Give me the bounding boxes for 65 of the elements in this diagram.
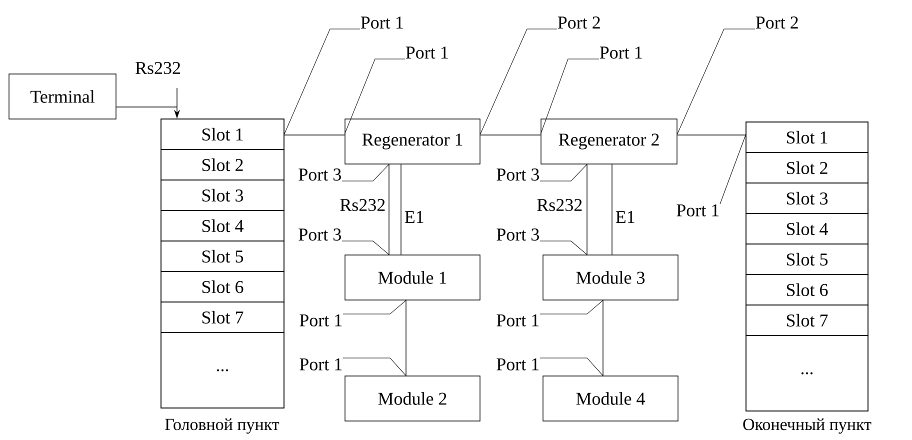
- slot-cell: Slot 1: [746, 122, 868, 153]
- leader-line: [344, 58, 406, 134]
- slot-cell: Slot 7: [746, 304, 868, 336]
- port-label: Port 2: [756, 16, 798, 29]
- leader-line: [677, 28, 756, 134]
- port-label: Port 1: [676, 204, 719, 216]
- port-label: Port 1: [300, 358, 342, 370]
- slot-cell: Slot 5: [160, 240, 284, 272]
- device-box: Terminal: [8, 74, 116, 120]
- leader-line: [720, 134, 746, 204]
- connection-line: [400, 164, 402, 255]
- device-box: Module 2: [344, 376, 480, 422]
- slot-cell: Slot 6: [160, 271, 284, 302]
- connection-line: [284, 134, 345, 136]
- slot-cell: Slot 1: [160, 118, 284, 150]
- connection-line: [480, 134, 541, 136]
- device-box: Module 3: [542, 254, 678, 300]
- port-label: Port 1: [496, 314, 539, 326]
- slot-cell: Slot 7: [160, 302, 284, 333]
- leader-line: [540, 164, 588, 182]
- slot-cell: Slot 4: [746, 213, 868, 244]
- edge-label: E1: [404, 211, 424, 223]
- port-label: Port 3: [298, 168, 341, 181]
- node-label: Головной пункт: [165, 418, 280, 434]
- connection-line: [388, 164, 390, 255]
- device-box: Module 4: [542, 376, 678, 422]
- device-box: Regenerator 1: [344, 118, 480, 164]
- connection-line: [586, 164, 588, 255]
- port-label: Port 1: [496, 358, 539, 370]
- leader-line: [540, 58, 600, 134]
- slot-cell: ...: [746, 335, 868, 412]
- slot-cell: ...: [160, 332, 284, 408]
- leader-line: [342, 240, 390, 255]
- leader-line: [540, 358, 604, 376]
- port-label: Port 3: [496, 228, 539, 241]
- device-box: Regenerator 2: [540, 118, 678, 164]
- leader-line: [480, 28, 558, 134]
- leader-line: [342, 300, 406, 314]
- port-label: Port 1: [360, 16, 403, 29]
- node-label: Оконечный пункт: [743, 418, 872, 434]
- leader-line: [342, 358, 406, 376]
- slot-cell: Slot 6: [746, 274, 868, 306]
- port-label: Port 1: [406, 46, 448, 59]
- port-label: Port 1: [300, 314, 342, 326]
- edge-label: E1: [616, 211, 634, 223]
- slot-cell: Slot 2: [746, 152, 868, 184]
- port-label: Port 1: [600, 46, 642, 59]
- connection-line: [602, 300, 604, 376]
- port-label: Port 3: [298, 228, 341, 241]
- slot-cell: Slot 2: [160, 149, 284, 180]
- leader-line: [284, 28, 360, 134]
- leader-line: [540, 240, 588, 255]
- slot-cell: Slot 4: [160, 210, 284, 242]
- leader-line: [342, 164, 390, 182]
- port-label: Port 3: [496, 168, 539, 181]
- edge-label: Rs232: [340, 198, 385, 212]
- edge-label: Rs232: [136, 62, 180, 74]
- connection-line: [677, 134, 746, 136]
- device-box: Module 1: [344, 254, 480, 300]
- slot-cell: Slot 5: [746, 244, 868, 275]
- leader-line: [540, 300, 604, 314]
- slot-cell: Slot 3: [160, 180, 284, 211]
- edge-label: Rs232: [537, 198, 582, 212]
- port-label: Port 2: [558, 16, 600, 29]
- slot-cell: Slot 3: [746, 182, 868, 214]
